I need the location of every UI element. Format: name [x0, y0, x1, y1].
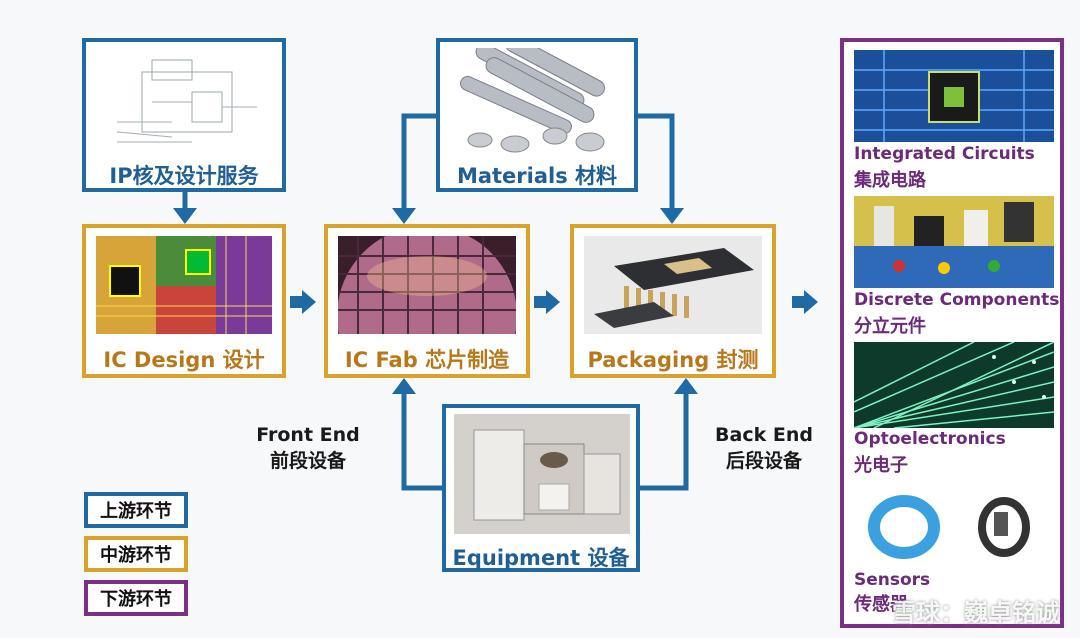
legend-midstream-label: 中游环节: [100, 545, 172, 566]
front-end-zh: 前段设备: [269, 450, 346, 472]
ip-box: IP核及设计服务: [82, 38, 286, 192]
ic-design-box: IC Design 设计: [82, 224, 286, 378]
back-end-zh: 后段设备: [725, 450, 802, 472]
arrow-materials-to-packaging: [638, 113, 684, 224]
integrated-circuit-image: [854, 50, 1054, 142]
sensors-image: [854, 482, 1054, 568]
arrow-packaging-to-downstream: [792, 290, 818, 314]
arrow-fab-to-packaging: [534, 290, 560, 314]
optoelectronics-en: Optoelectronics: [854, 429, 1006, 449]
back-end-en: Back End: [715, 424, 813, 446]
chip-layout-image: [96, 236, 272, 334]
materials-label: Materials 材料: [456, 164, 618, 188]
equipment-image: [454, 414, 630, 534]
discrete-components-zh: 分立元件: [854, 316, 926, 337]
arrow-equipment-to-packaging: [640, 378, 698, 491]
optoelectronics-image: [854, 342, 1054, 428]
back-end-label: Back End 后段设备: [700, 424, 828, 473]
sensors-zh: 传感器: [854, 594, 908, 615]
ic-fab-box: IC Fab 芯片制造: [324, 224, 530, 378]
front-end-label: Front End 前段设备: [240, 424, 376, 473]
legend-upstream: 上游环节: [84, 492, 188, 528]
materials-box: Materials 材料: [436, 38, 638, 192]
optoelectronics-zh: 光电子: [854, 455, 908, 476]
sensors-en: Sensors: [854, 570, 931, 590]
discrete-components-image: [854, 196, 1054, 288]
legend-downstream: 下游环节: [84, 580, 188, 616]
legend-upstream-label: 上游环节: [100, 501, 172, 522]
arrow-ip-to-design: [173, 192, 197, 224]
materials-image: [450, 48, 626, 156]
wafer-image: [338, 236, 516, 334]
front-end-en: Front End: [256, 424, 360, 446]
ip-label: IP核及设计服务: [109, 164, 259, 188]
arrow-equipment-to-fab: [392, 378, 442, 491]
equipment-label: Equipment 设备: [452, 546, 630, 570]
packaging-label: Packaging 封测: [587, 348, 759, 372]
arrow-materials-to-fab: [392, 113, 436, 224]
circuit-schematic-image: [112, 52, 262, 152]
integrated-circuits-en: Integrated Circuits: [854, 144, 1035, 164]
discrete-components-en: Discrete Components: [854, 290, 1060, 310]
ic-fab-label: IC Fab 芯片制造: [344, 348, 510, 372]
arrow-design-to-fab: [290, 290, 316, 314]
packaged-chip-image: [584, 236, 762, 334]
ic-design-label: IC Design 设计: [103, 348, 265, 372]
legend-downstream-label: 下游环节: [100, 589, 172, 610]
integrated-circuits-zh: 集成电路: [854, 170, 926, 191]
legend-midstream: 中游环节: [84, 536, 188, 572]
equipment-box: Equipment 设备: [442, 404, 640, 572]
watermark: 雪球：巍卓铭诚: [892, 599, 1060, 627]
downstream-panel: Integrated Circuits 集成电路 Discrete Compon…: [840, 38, 1064, 628]
packaging-box: Packaging 封测: [570, 224, 776, 378]
